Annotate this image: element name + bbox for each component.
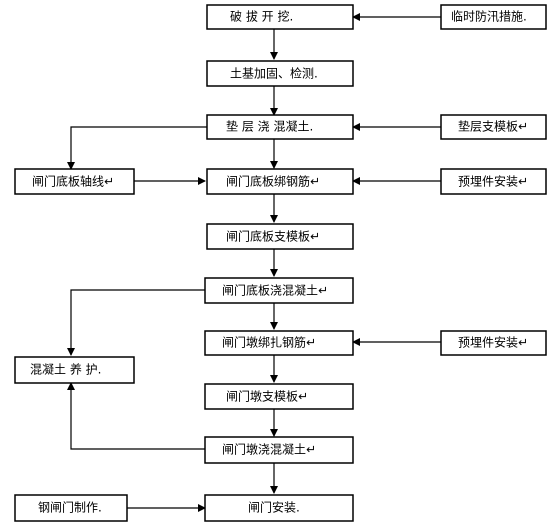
node-embedded-parts-1: 预埋件安装↵	[440, 168, 547, 195]
node-excavation-label: 破 拔 开 挖.	[230, 9, 293, 24]
edge-n3-l4	[67, 126, 207, 170]
node-floor-rebar: 闸门底板绑钢筋↵	[206, 168, 354, 195]
node-cushion-pour-label: 垫 层 浇 混凝土.	[226, 119, 313, 134]
node-embedded-parts-2-label: 预埋件安装↵	[458, 335, 528, 350]
node-floor-formwork-label: 闸门底板支模板↵	[226, 229, 320, 244]
node-floor-axis: 闸门底板轴线↵	[14, 168, 135, 195]
node-floor-pour: 闸门底板浇混凝土↵	[204, 277, 354, 304]
node-gate-installation-label: 闸门安装.	[248, 500, 300, 515]
node-subgrade-label: 土基加固、检测.	[230, 66, 318, 81]
node-steel-gate-fabrication-label: 钢闸门制作.	[38, 500, 102, 515]
node-curing-label: 混凝土 养 护.	[30, 362, 101, 377]
node-floor-formwork: 闸门底板支模板↵	[206, 223, 354, 250]
node-excavation: 破 拔 开 挖.	[206, 4, 354, 30]
node-embedded-parts-1-label: 预埋件安装↵	[458, 174, 528, 189]
node-floor-axis-label: 闸门底板轴线↵	[32, 174, 114, 189]
node-flood-measures-label: 临时防汛措施.	[451, 9, 527, 24]
edge-n6-l7	[67, 289, 205, 356]
node-subgrade: 土基加固、检测.	[206, 60, 354, 87]
node-floor-pour-label: 闸门底板浇混凝土↵	[222, 283, 328, 298]
node-pier-rebar: 闸门墩绑扎钢筋↵	[204, 330, 354, 356]
node-steel-gate-fabrication: 钢闸门制作.	[14, 494, 128, 522]
node-floor-rebar-label: 闸门底板绑钢筋↵	[226, 174, 320, 189]
node-embedded-parts-2: 预埋件安装↵	[440, 330, 547, 356]
node-cushion-formwork: 垫层支模板↵	[440, 114, 547, 140]
node-pier-pour-label: 闸门墩浇混凝土↵	[222, 442, 316, 457]
node-pier-formwork-label: 闸门墩支模板↵	[226, 389, 308, 404]
node-pier-rebar-label: 闸门墩绑扎钢筋↵	[222, 335, 316, 350]
edge-n9-l7	[67, 382, 205, 450]
edges	[67, 13, 441, 512]
node-gate-installation: 闸门安装.	[204, 494, 354, 522]
node-curing: 混凝土 养 护.	[14, 356, 135, 384]
nodes: 破 拔 开 挖. 临时防汛措施. 土基加固、检测. 垫 层 浇 混凝土. 垫层支…	[14, 4, 547, 522]
node-flood-measures: 临时防汛措施.	[440, 4, 547, 30]
node-pier-pour: 闸门墩浇混凝土↵	[204, 436, 354, 464]
node-cushion-pour: 垫 层 浇 混凝土.	[206, 114, 354, 140]
node-cushion-formwork-label: 垫层支模板↵	[458, 119, 528, 134]
node-pier-formwork: 闸门墩支模板↵	[204, 383, 354, 410]
